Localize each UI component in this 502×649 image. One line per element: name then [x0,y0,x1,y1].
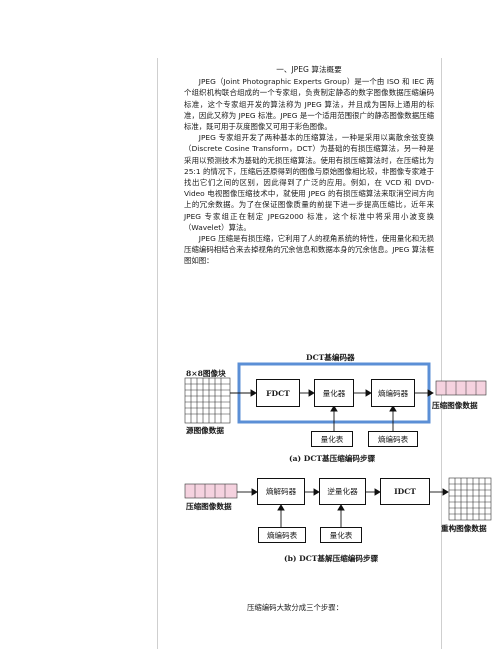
compressed-input-label: 压缩图像数据 [186,502,232,511]
input-grid-icon [184,377,231,424]
compressed-data-label: 压缩图像数据 [432,401,478,410]
compressed-data-block [435,380,487,396]
entropy-decoder-box: 熵解码器 [257,478,305,505]
source-data-label: 源图像数据 [186,426,224,435]
figure-b-caption: (b) DCT基解压缩编码步骤 [284,554,379,563]
idct-box: IDCT [380,478,430,505]
paragraph-1: JPEG（Joint Photographic Experts Group）是一… [184,77,434,132]
fdct-box: FDCT [256,379,300,407]
encoder-title: DCT基编码器 [306,353,355,362]
input-block-label: 8×8图像块 [186,369,226,378]
entropy-table-box: 熵编码表 [368,431,418,447]
quant-table-box: 量化表 [311,431,353,447]
page-border [157,58,442,649]
entropy-encoder-box: 熵编码器 [371,379,415,407]
paragraph-2: JPEG 专家组开发了两种基本的压缩算法，一种是采用以离散余弦变换（Discre… [184,133,434,232]
body-text: 一、JPEG 算法概要 JPEG（Joint Photographic Expe… [184,64,434,267]
section-heading: 一、JPEG 算法概要 [276,65,342,74]
footer-text: 压缩编码大致分成三个步骤： [247,603,344,612]
paragraph-3: JPEG 压缩是有损压缩，它利用了人的视角系统的特性，使用量化和无损压缩编码相结… [184,234,434,266]
dequantizer-box: 逆量化器 [319,478,366,505]
compressed-input-block [184,483,238,499]
figure-a-caption: (a) DCT基压缩编码步骤 [289,454,376,463]
quant-table-box-b: 量化表 [320,527,362,543]
quantizer-box: 量化器 [314,379,354,407]
reconstructed-data-label: 重构图像数据 [441,524,487,533]
reconstructed-grid-icon [448,477,492,521]
entropy-table-box-b: 熵编码表 [258,527,306,543]
